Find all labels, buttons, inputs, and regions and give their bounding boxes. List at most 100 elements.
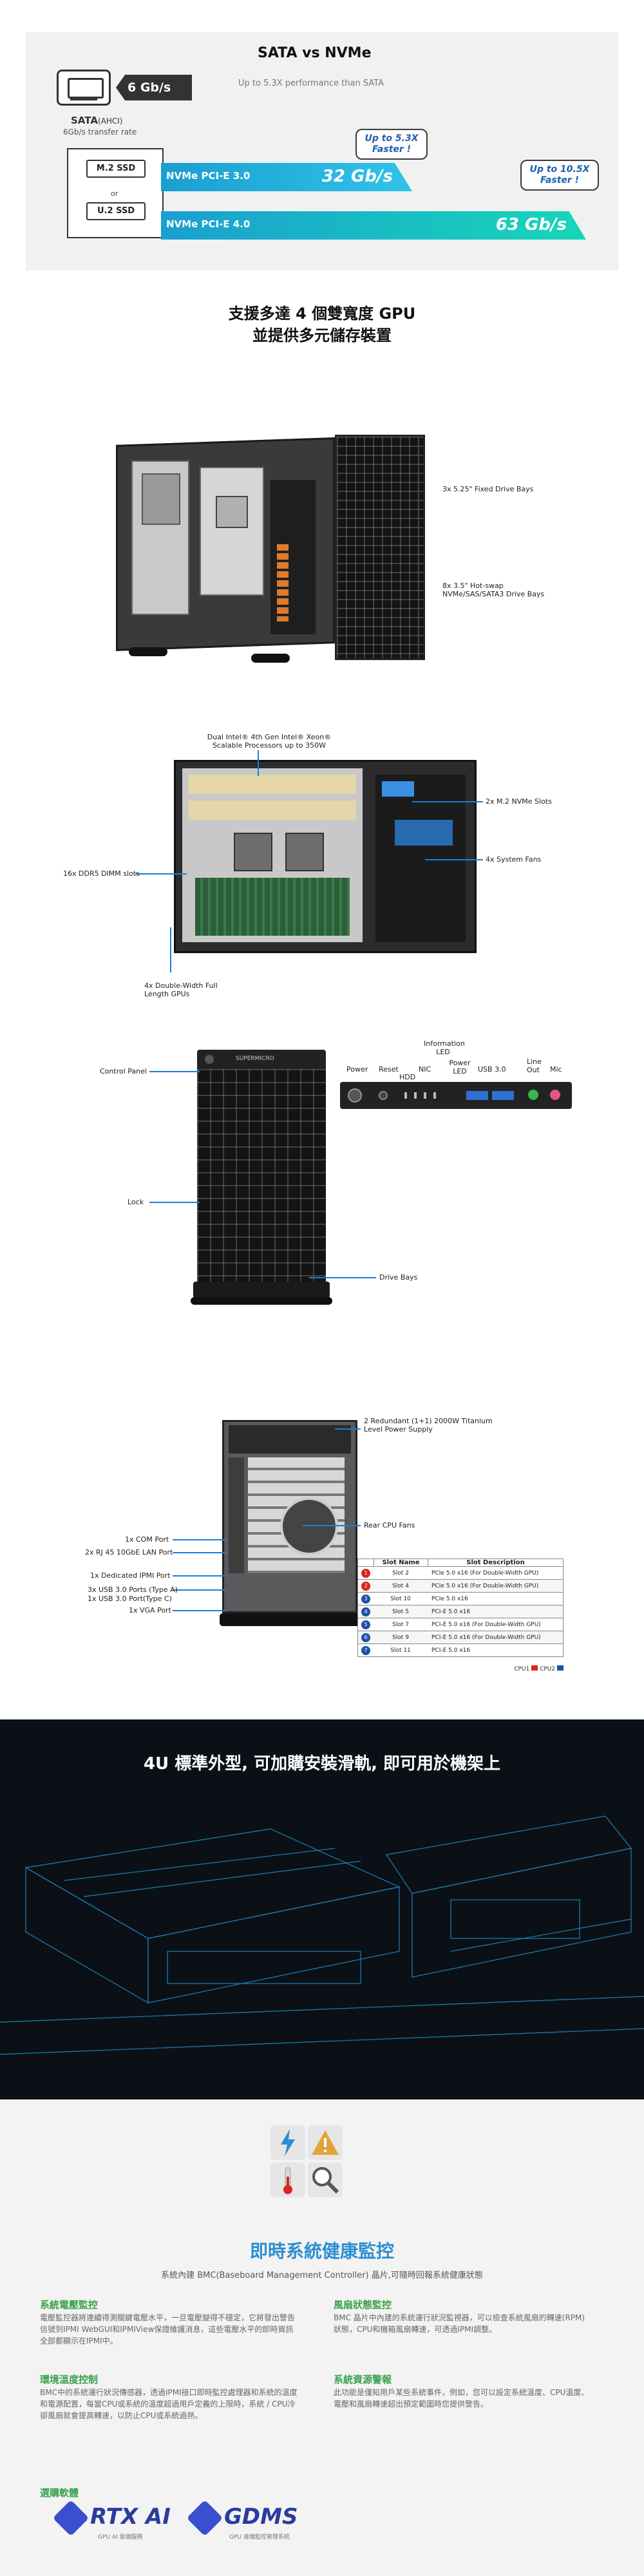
status-leds [404,1092,443,1099]
callout-line-control-panel [149,1071,200,1072]
feature-title-alerts: 系統資源警報 [334,2374,392,2385]
slot-desc-cell: PCIe 5.0 x16 [431,1595,468,1602]
feature-text-alerts: 此功能是僅知用戶某些系統事件，例如，您可以設定系統溫度、CPU溫度、電壓和風扇轉… [334,2388,589,2409]
callout-line-dimm [135,873,187,875]
slot-name-cell: Slot 5 [392,1608,409,1615]
mic-jack [550,1090,560,1100]
feature-title-voltage: 系統電壓監控 [40,2299,99,2311]
rack-title: 4U 標準外型, 可加購安裝滑軌, 即可用於機架上 [143,1754,501,1774]
callout-line-gpu [170,927,171,972]
rack-blueprint-art [0,1815,644,2055]
sata-speed-arrow: 6 Gb/s [116,75,192,100]
table-row: 3 Slot 10 PCIe 5.0 x16 [357,1593,564,1605]
callout-line-com [173,1539,227,1540]
callout-line-m2 [412,801,483,802]
slot-number-badge: 3 [361,1594,370,1604]
callout-m2: 2x M.2 NVMe Slots [486,797,552,806]
warning-icon [308,2125,343,2160]
callout-line-lock [149,1202,200,1203]
callout-line-drive-bays [309,1277,376,1278]
callout-line-cpu [258,750,259,776]
label-info-led: Information LED [424,1039,465,1056]
gdms-brand[interactable]: GDMS [224,2504,298,2530]
feature-title-fan: 風扇狀態監控 [334,2299,392,2311]
label-reset: Reset [379,1065,399,1074]
label-power-led: Power LED [449,1059,471,1075]
usb-port-2 [492,1091,514,1100]
sata-drive-icon [57,70,111,106]
callout-lan: 2x RJ 45 10GbE LAN Port [85,1548,173,1557]
nvme-ssd-icons: M.2 SSD or U.2 SSD [67,148,164,238]
slot-number-badge: 6 [361,1633,370,1642]
label-mic: Mic [550,1065,562,1074]
label-usb: USB 3.0 [478,1065,506,1074]
rtx-ai-subtitle: GPU AI 雲端服務 [98,2534,143,2541]
slot-number-badge: 5 [361,1620,370,1629]
feature-text-voltage: 電壓監控器將連續得測關鍵電壓水平，一旦電壓變得不穩定，它將發出警告信號到IPMI… [40,2313,296,2345]
control-panel-detail: Power Reset HDD NIC Information LED Powe… [340,1039,572,1127]
feature-text-temperature: BMC中的系統運行狀況傳感器，透過IPMI接口即時監控處理器和系統的溫度和電源配… [40,2388,298,2420]
slot-desc-cell: PCI-E 5.0 x16 (For Double-Width GPU) [431,1634,541,1641]
speed-title: SATA vs NVMe [258,45,372,61]
callout-ipmi: 1x Dedicated IPMI Port [90,1571,171,1580]
sata-label: SATA(AHCI) [71,115,123,126]
reset-button[interactable] [379,1091,388,1100]
rack-section: 4U 標準外型, 可加購安裝滑軌, 即可用於機架上 [0,1719,644,2099]
callout-line-fans [425,859,483,860]
u2-ssd-label: U.2 SSD [86,202,146,220]
m2-ssd-label: M.2 SSD [86,160,146,178]
callout-line-rear-fans [303,1525,361,1526]
table-row: 2 Slot 4 PCIe 5.0 x16 (For Double-Width GP… [357,1580,564,1593]
line-out-jack [528,1090,538,1100]
magnifier-icon [308,2163,343,2197]
pcie4-speed-bar: NVMe PCI-E 4.0 63 Gb/s [161,211,586,240]
slot-legend: CPU1 CPU2 [514,1665,564,1672]
power-button[interactable] [348,1088,362,1103]
pcie3-speed-bar: NVMe PCI-E 3.0 32 Gb/s [161,163,412,191]
rtx-ai-brand[interactable]: RTX AI [90,2504,171,2530]
slot-name-cell: Slot 4 [392,1582,409,1589]
usb-port-1 [466,1091,488,1100]
lightning-icon [270,2125,305,2160]
callout-rear-fans: Rear CPU Fans [364,1521,415,1530]
recommended-software-title: 選購軟體 [40,2487,79,2499]
server-rear-image [220,1420,360,1633]
slot-number-badge: 7 [361,1645,370,1655]
table-row: 6 Slot 9 PCI-E 5.0 x16 (For Double-Width G… [357,1631,564,1644]
slot-name-cell: Slot 11 [390,1647,411,1654]
callout-usb-a: 3x USB 3.0 Ports (Type A) [88,1586,178,1594]
speed-bubble-5x: Up to 5.3X Faster ! [355,129,428,160]
slot-desc-cell: PCIe 5.0 x16 (For Double-Width GPU) [431,1582,539,1589]
slot-number-badge: 2 [361,1581,370,1591]
server-front-image: SUPERMICRO [191,1050,332,1307]
slot-number-badge: 1 [361,1568,370,1578]
callout-line-usb [173,1589,227,1591]
gpu-section-title: 支援多達 4 個雙寬度 GPU 並提供多元儲存裝置 [228,305,416,345]
pcie3-value: 32 Gb/s [321,167,393,186]
or-label: or [111,189,118,198]
callout-line-vga [173,1610,227,1611]
slot-name-cell: Slot 10 [390,1595,411,1602]
speed-bubble-10x: Up to 10.5X Faster ! [520,160,599,191]
slot-name-cell: Slot 7 [392,1621,409,1628]
gdms-logo-icon [186,2499,223,2537]
slot-number-badge: 4 [361,1607,370,1616]
label-line-out: Line Out [527,1057,542,1074]
callout-psu: 2 Redundant (1+1) 2000W Titanium Level P… [364,1417,493,1434]
callout-cpu: Dual Intel® 4th Gen Intel® Xeon® Scalabl… [207,733,332,750]
callout-vga: 1x VGA Port [129,1606,171,1615]
callout-gpu: 4x Double-Width Full Length GPUs [144,981,218,998]
sata-vs-nvme-section: SATA vs NVMe Up to 5.3X performance than… [26,32,618,270]
label-hdd: HDD [399,1073,416,1081]
callout-lock: Lock [128,1198,144,1206]
slot-name-cell: Slot 9 [392,1634,409,1641]
callout-drive-bays: Drive Bays [379,1273,418,1282]
pcie4-label: NVMe PCI-E 4.0 [166,218,251,230]
callout-hotswap-bays: 8x 3.5" Hot-swap NVMe/SAS/SATA3 Drive Ba… [442,582,545,598]
slot-desc-cell: PCIe 5.0 x16 (For Double-Width GPU) [431,1569,539,1577]
speed-subtitle: Up to 5.3X performance than SATA [238,79,384,88]
